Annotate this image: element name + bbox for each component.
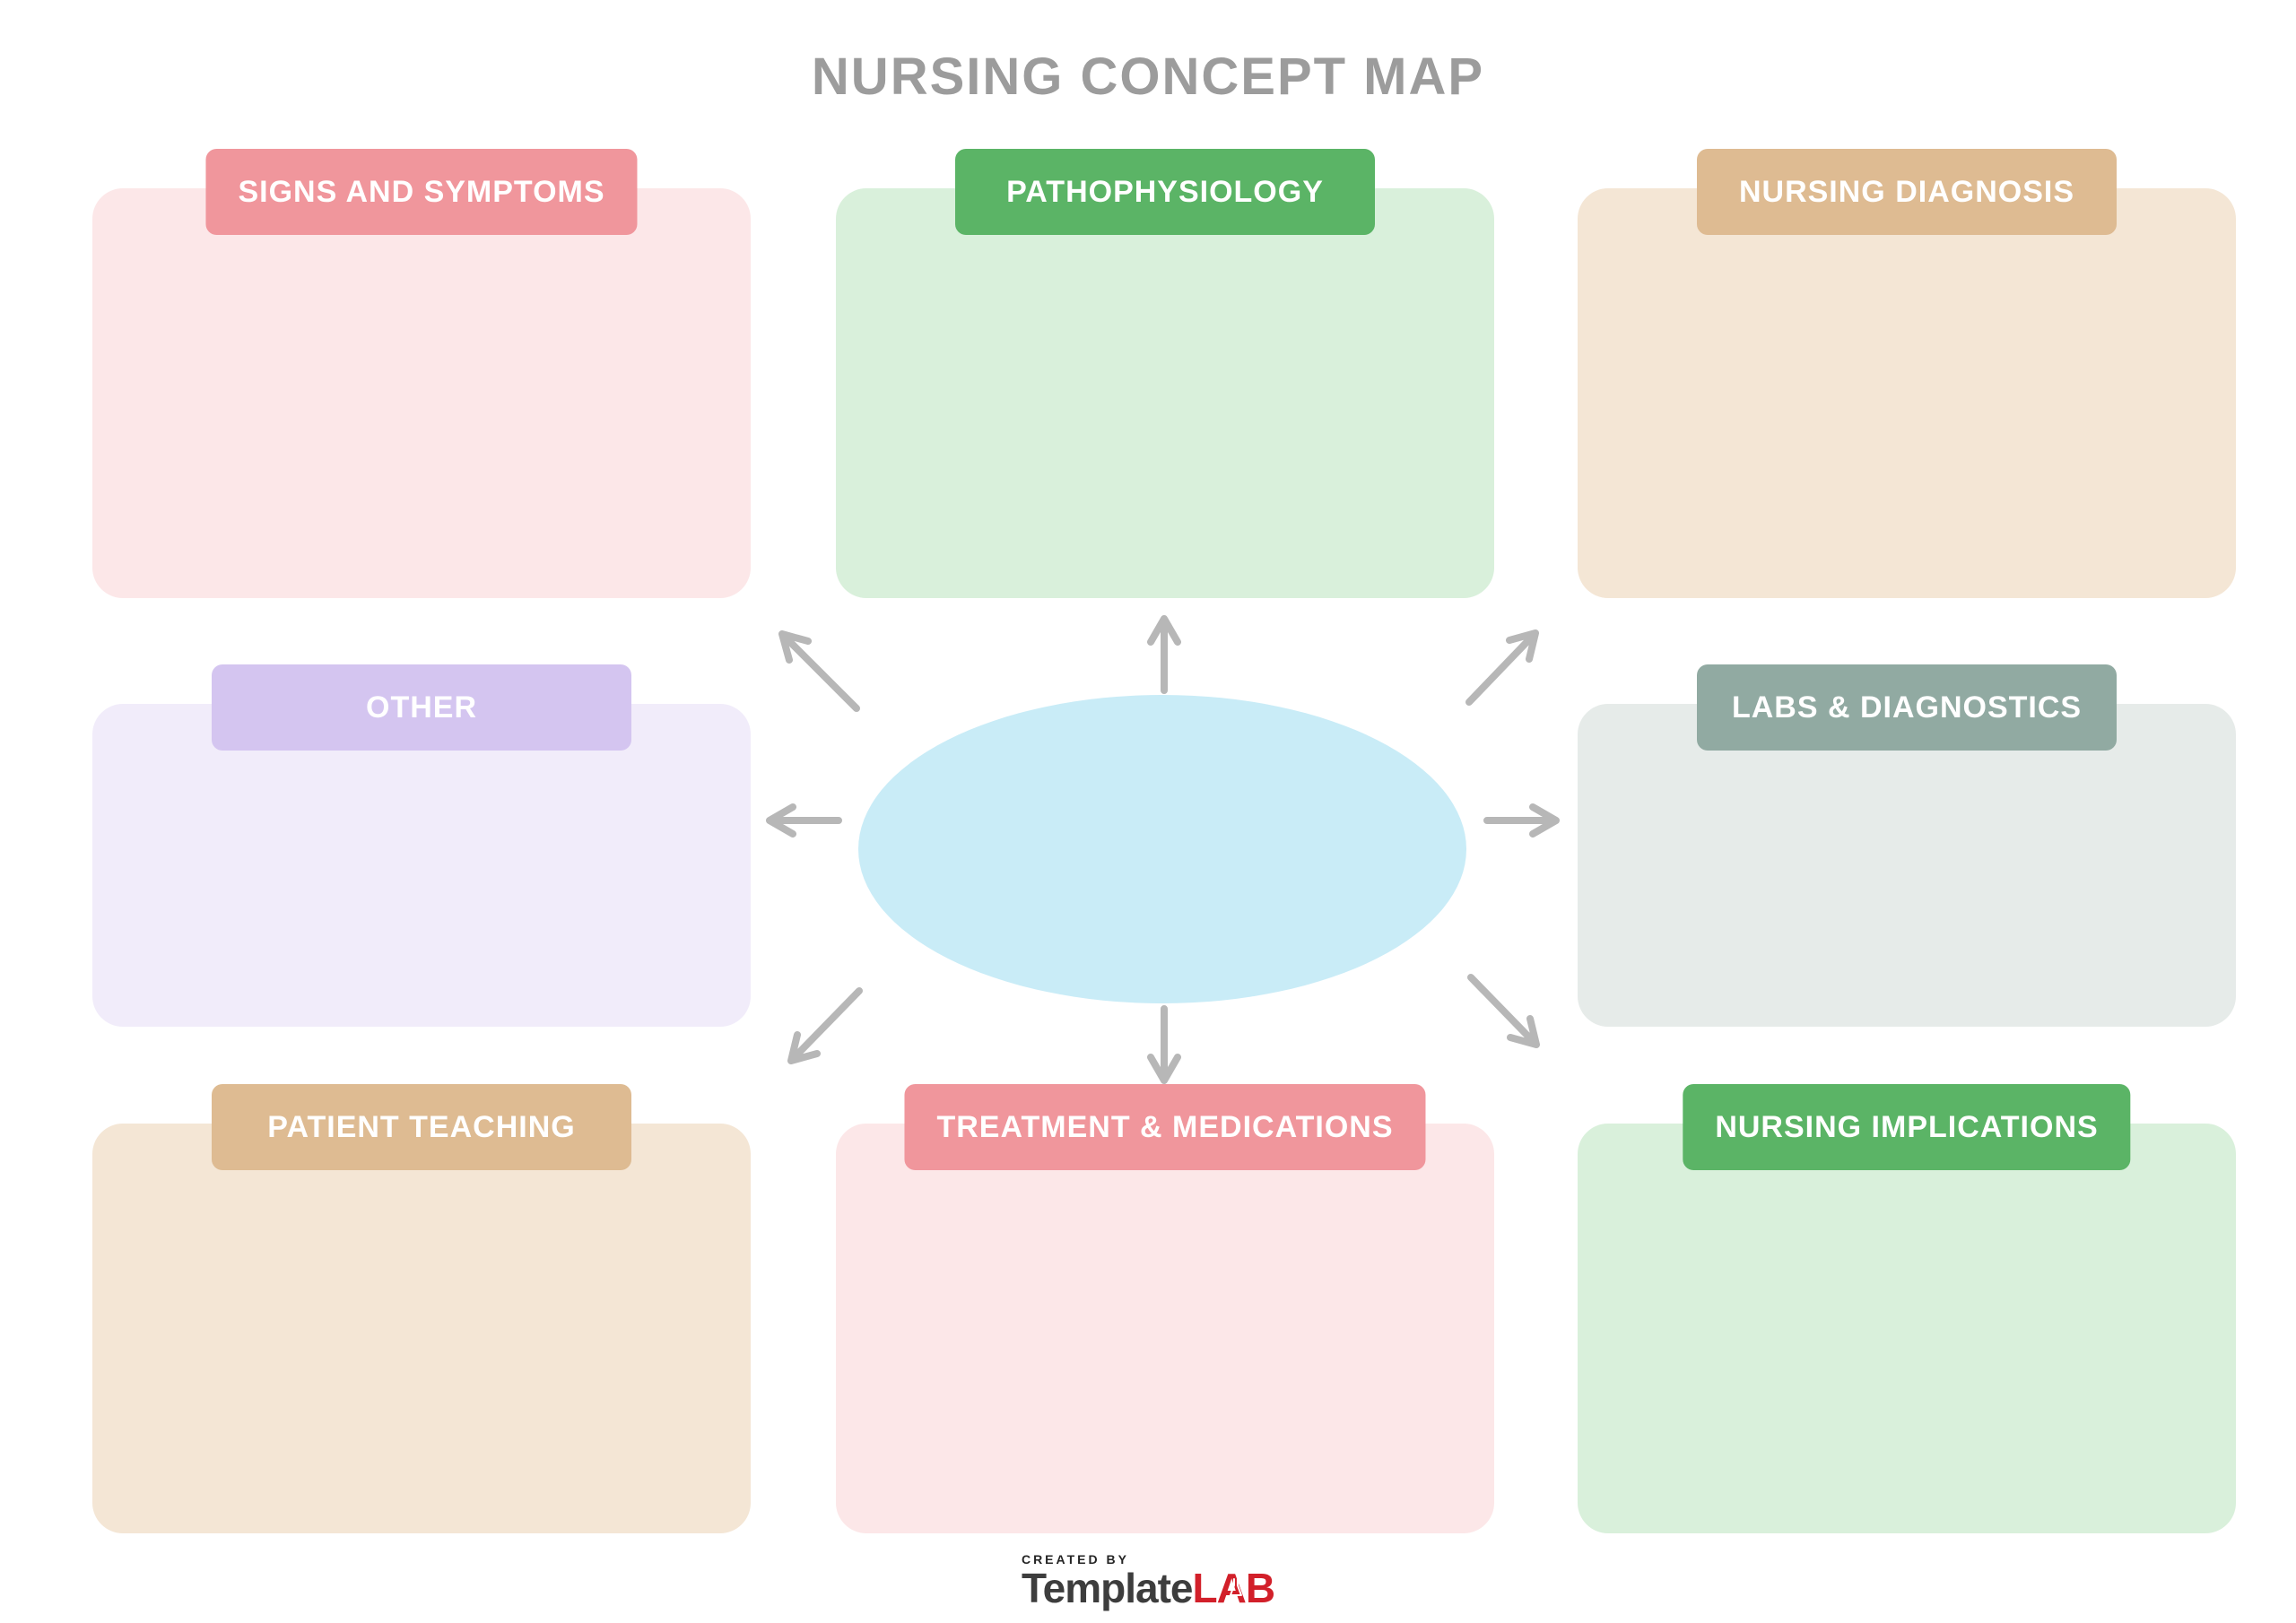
signs-and-symptoms-header: SIGNS AND SYMPTOMS (205, 149, 638, 235)
nursing-diagnosis-content-area[interactable] (1578, 188, 2236, 598)
section-label: NURSING DIAGNOSIS (1738, 174, 2075, 209)
patient-teaching-header: PATIENT TEACHING (212, 1084, 631, 1170)
arrow-up-left-icon (778, 630, 860, 712)
section-pathophysiology: PATHOPHYSIOLOGY (836, 149, 1494, 598)
nursing-implications-header: NURSING IMPLICATIONS (1683, 1084, 2131, 1170)
section-label: OTHER (366, 690, 477, 725)
section-label: TREATMENT & MEDICATIONS (936, 1109, 1394, 1144)
created-by-text: CREATED BY (1021, 1552, 1129, 1567)
section-other: OTHER (92, 664, 751, 1027)
section-label: LABS & DIAGNOSTICS (1731, 690, 2083, 725)
treatment-medications-content-area[interactable] (836, 1124, 1494, 1533)
arrow-up-icon (1147, 615, 1181, 694)
arrow-down-left-icon (787, 987, 863, 1064)
patient-teaching-content-area[interactable] (92, 1124, 751, 1533)
other-content-area[interactable] (92, 704, 751, 1027)
section-label: PATHOPHYSIOLOGY (1006, 174, 1324, 209)
pathophysiology-header: PATHOPHYSIOLOGY (955, 149, 1375, 235)
templatelab-logo: CREATED BY TemplateLAB (1021, 1552, 1276, 1611)
arrow-up-right-icon (1465, 629, 1539, 706)
nursing-diagnosis-header: NURSING DIAGNOSIS (1697, 149, 2117, 235)
brand-lab-text: LAB (1192, 1565, 1276, 1611)
brand-wordmark: TemplateLAB (1021, 1565, 1276, 1611)
pathophysiology-content-area[interactable] (836, 188, 1494, 598)
section-patient-teaching: PATIENT TEACHING (92, 1084, 751, 1533)
brand-template-text: Template (1021, 1565, 1194, 1611)
treatment-medications-header: TREATMENT & MEDICATIONS (904, 1084, 1426, 1170)
arrow-right-icon (1483, 803, 1560, 838)
signs-and-symptoms-content-area[interactable] (92, 188, 751, 598)
page-title: NURSING CONCEPT MAP (811, 48, 1485, 106)
other-header: OTHER (212, 664, 631, 751)
nursing-implications-content-area[interactable] (1578, 1124, 2236, 1533)
section-nursing-diagnosis: NURSING DIAGNOSIS (1578, 149, 2236, 598)
arrow-down-right-icon (1467, 974, 1540, 1048)
labs-diagnostics-header: LABS & DIAGNOSTICS (1697, 664, 2117, 751)
flask-icon (1229, 1578, 1242, 1597)
section-labs-diagnostics: LABS & DIAGNOSTICS (1578, 664, 2236, 1027)
arrow-down-icon (1147, 1005, 1181, 1084)
arrow-left-icon (766, 803, 842, 838)
section-nursing-implications: NURSING IMPLICATIONS (1578, 1084, 2236, 1533)
section-label: SIGNS AND SYMPTOMS (238, 174, 605, 209)
labs-diagnostics-content-area[interactable] (1578, 704, 2236, 1027)
section-label: PATIENT TEACHING (267, 1109, 576, 1144)
center-topic-ellipse[interactable] (858, 695, 1466, 1003)
section-signs-and-symptoms: SIGNS AND SYMPTOMS (92, 149, 751, 598)
section-treatment-medications: TREATMENT & MEDICATIONS (836, 1084, 1494, 1533)
section-label: NURSING IMPLICATIONS (1715, 1109, 2099, 1144)
